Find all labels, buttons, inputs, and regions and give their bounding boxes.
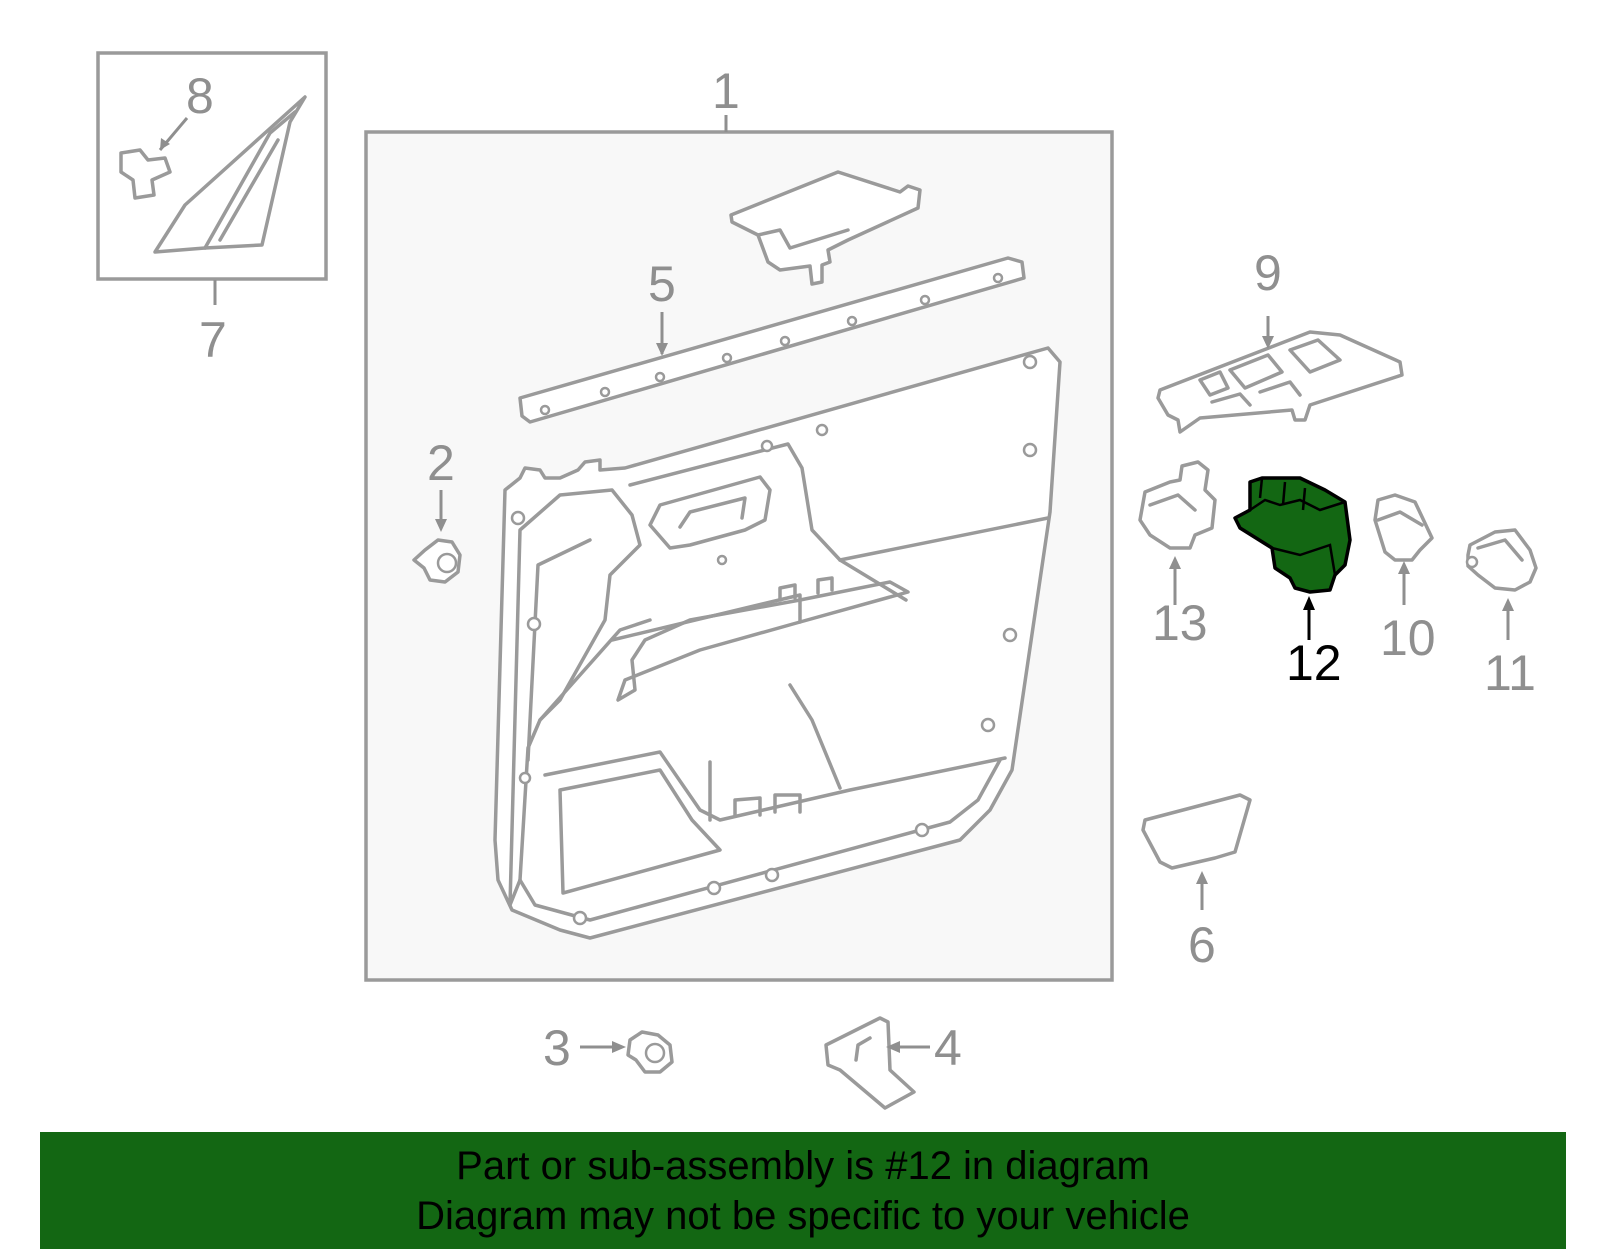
info-banner: Part or sub-assembly is #12 in diagram D… <box>40 1132 1566 1249</box>
arrowhead-12 <box>1303 596 1315 610</box>
part-11-switch[interactable] <box>1465 528 1538 592</box>
part-6-pad[interactable] <box>1141 793 1252 870</box>
part-8-clip[interactable] <box>119 148 172 200</box>
callout-4: 4 <box>934 1020 962 1076</box>
part-9-switch-base[interactable] <box>1156 330 1404 434</box>
upper-bracket[interactable] <box>729 170 922 286</box>
callout-10: 10 <box>1380 610 1436 666</box>
callout-8: 8 <box>186 68 214 124</box>
callout-2: 2 <box>427 435 455 491</box>
part-2-clip[interactable] <box>412 538 462 584</box>
arrowhead-2 <box>435 519 447 532</box>
part-3-screw[interactable] <box>626 1030 674 1074</box>
part-12-power-window-switch[interactable] <box>1233 476 1352 594</box>
callout-3: 3 <box>543 1020 571 1076</box>
callout-11: 11 <box>1484 645 1536 701</box>
arrowhead-9 <box>1262 336 1274 349</box>
part-5-belt-molding[interactable] <box>518 256 1026 424</box>
callout-13: 13 <box>1152 595 1208 651</box>
arrowhead-6 <box>1196 871 1208 884</box>
arrowhead-10 <box>1398 561 1410 574</box>
arrowhead-11 <box>1502 598 1514 611</box>
arrowhead-4 <box>886 1041 900 1053</box>
callout-12: 12 <box>1286 635 1342 691</box>
banner-line-part-info: Part or sub-assembly is #12 in diagram <box>456 1143 1150 1188</box>
arrowhead-13 <box>1169 556 1181 569</box>
part-10-switch[interactable] <box>1373 493 1434 562</box>
callout-9: 9 <box>1254 245 1282 301</box>
banner-line-disclaimer: Diagram may not be specific to your vehi… <box>416 1193 1190 1238</box>
callout-7: 7 <box>199 312 227 368</box>
part-4-bracket[interactable] <box>824 1016 916 1110</box>
callout-6: 6 <box>1188 917 1216 973</box>
callout-1: 1 <box>712 63 740 119</box>
part-7-garnish[interactable] <box>153 95 307 254</box>
arrowhead-5 <box>656 343 668 356</box>
arrowhead-8 <box>160 138 170 150</box>
arrowhead-3 <box>612 1041 626 1053</box>
part-13-switch[interactable] <box>1138 460 1217 550</box>
callout-5: 5 <box>648 256 676 312</box>
door-trim-panel[interactable] <box>493 346 1062 940</box>
